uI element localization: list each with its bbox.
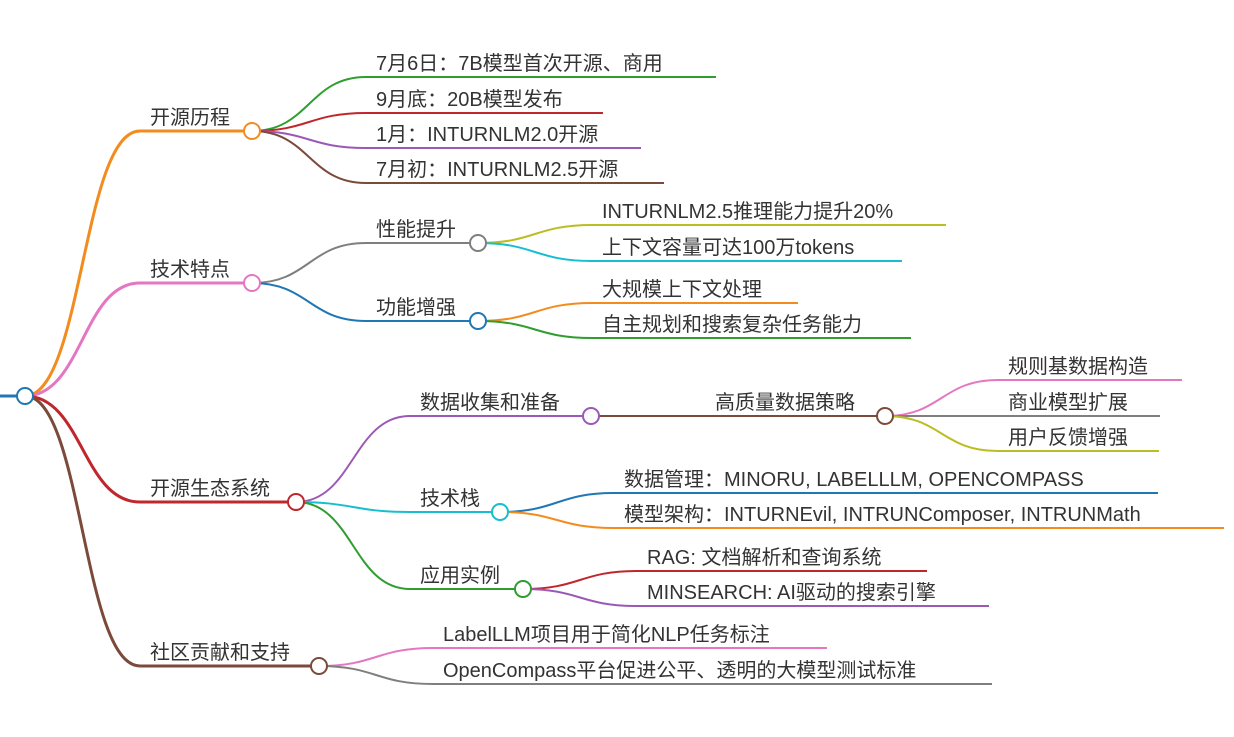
- strategy-item-label: 商业模型扩展: [1008, 391, 1128, 414]
- quality-strategy-node[interactable]: [876, 407, 894, 425]
- history-event-label: 7月初：INTURNLM2.5开源: [376, 158, 618, 181]
- connector-techstack-item: [499, 492, 615, 513]
- connector-root-to-community: [24, 394, 141, 668]
- techstack-node[interactable]: [491, 503, 509, 521]
- connector-performance-item: [477, 224, 593, 244]
- functions-item-label: 大规模上下文处理: [602, 278, 762, 301]
- connector-applications-item: [522, 588, 638, 607]
- connector-features-to-performance: [251, 242, 367, 284]
- techstack-item-label: 模型架构：INTURNEvil, INTRUNComposer, INTRUNM…: [624, 503, 1141, 526]
- functions-node[interactable]: [469, 312, 487, 330]
- connector-history-event: [251, 130, 367, 149]
- history-event-label: 9月底：20B模型发布: [376, 88, 563, 111]
- underline-layer: [0, 76, 1224, 685]
- performance-item-label: 上下文容量可达100万tokens: [602, 236, 854, 259]
- connector-strategy-item: [884, 415, 999, 452]
- connector-community-item: [318, 665, 434, 685]
- performance-label: 性能提升: [376, 218, 456, 241]
- history-event-label: 7月6日：7B模型首次开源、商用: [376, 52, 663, 75]
- branch-history-node[interactable]: [243, 122, 261, 140]
- functions-label: 功能增强: [376, 296, 456, 319]
- branch-community-node[interactable]: [310, 657, 328, 675]
- connector-techstack-item: [499, 511, 615, 529]
- connector-ecosystem-to-data: [295, 415, 411, 503]
- performance-item-label: INTURNLM2.5推理能力提升20%: [602, 200, 893, 223]
- community-item-label: OpenCompass平台促进公平、透明的大模型测试标准: [443, 659, 916, 682]
- connector-performance-item: [477, 242, 593, 262]
- data-collection-label: 数据收集和准备: [420, 391, 560, 414]
- branch-ecosystem-node[interactable]: [287, 493, 305, 511]
- strategy-item-label: 用户反馈增强: [1008, 426, 1128, 449]
- applications-item-label: MINSEARCH: AI驱动的搜索引擎: [647, 581, 936, 604]
- techstack-label: 技术栈: [420, 487, 480, 510]
- community-item-label: LabelLLM项目用于简化NLP任务标注: [443, 623, 770, 646]
- connector-layer: [24, 76, 999, 685]
- connector-root-to-history: [24, 129, 141, 398]
- connector-history-event: [251, 112, 367, 132]
- applications-node[interactable]: [514, 580, 532, 598]
- branch-community-label: 社区贡献和支持: [150, 641, 290, 664]
- connector-strategy-item: [884, 379, 999, 417]
- connector-functions-item: [477, 320, 593, 339]
- connector-history-event: [251, 130, 367, 184]
- data-collection-node[interactable]: [582, 407, 600, 425]
- connector-root-to-features: [24, 281, 141, 398]
- connector-ecosystem-to-techstack: [295, 501, 411, 513]
- quality-strategy-label: 高质量数据策略: [715, 391, 855, 414]
- techstack-item-label: 数据管理：MINORU, LABELLLM, OPENCOMPASS: [624, 468, 1084, 491]
- connector-root-to-ecosystem: [24, 394, 141, 504]
- connector-applications-item: [522, 570, 638, 590]
- branch-ecosystem-label: 开源生态系统: [150, 477, 270, 500]
- root-node[interactable]: [16, 387, 34, 405]
- branch-features-label: 技术特点: [150, 258, 230, 281]
- history-event-label: 1月：INTURNLM2.0开源: [376, 123, 598, 146]
- branch-features-node[interactable]: [243, 274, 261, 292]
- label-layer: 开源历程 7月6日：7B模型首次开源、商用 9月底：20B模型发布 1月：INTURN…: [150, 52, 1148, 682]
- node-circle-layer: [16, 122, 894, 675]
- connector-history-event: [251, 76, 367, 132]
- connector-features-to-functions: [251, 282, 367, 322]
- connector-community-item: [318, 647, 434, 667]
- functions-item-label: 自主规划和搜索复杂任务能力: [602, 313, 862, 336]
- branch-history-label: 开源历程: [150, 106, 230, 129]
- connector-functions-item: [477, 302, 593, 322]
- connector-ecosystem-to-applications: [295, 501, 411, 590]
- strategy-item-label: 规则基数据构造: [1008, 355, 1148, 378]
- applications-label: 应用实例: [420, 564, 500, 587]
- performance-node[interactable]: [469, 234, 487, 252]
- applications-item-label: RAG: 文档解析和查询系统: [647, 546, 881, 569]
